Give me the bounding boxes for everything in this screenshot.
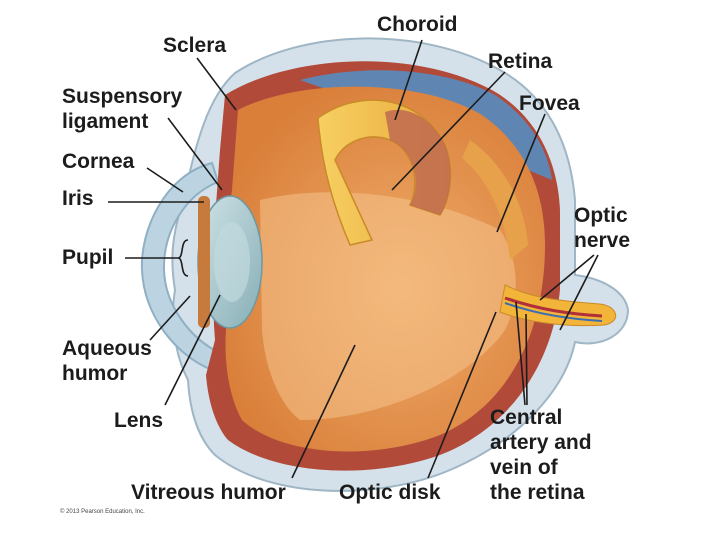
iris-shape xyxy=(198,196,210,328)
leader-fovea xyxy=(496,113,546,233)
central-vessel xyxy=(504,296,603,318)
leader-artery-1 xyxy=(515,301,526,406)
label-iris: Iris xyxy=(62,187,94,210)
central-vessel-blue xyxy=(504,302,603,322)
leader-retina xyxy=(391,71,506,191)
leader-choroid xyxy=(394,39,423,121)
leader-lines xyxy=(108,39,599,479)
label-lens: Lens xyxy=(114,409,164,432)
retina-inner xyxy=(462,140,528,260)
label-suspensory-ligament: Suspensory ligament xyxy=(62,85,183,133)
label-aqueous-humor: Aqueous humor xyxy=(62,337,152,385)
label-fovea: Fovea xyxy=(519,92,580,115)
leader-sclera xyxy=(196,57,237,111)
label-sclera: Sclera xyxy=(163,34,227,57)
label-choroid: Choroid xyxy=(377,13,458,36)
label-central-artery: Central artery and vein of the retina xyxy=(490,406,592,504)
leader-cornea xyxy=(146,167,184,193)
label-retina: Retina xyxy=(488,50,553,73)
label-cornea: Cornea xyxy=(62,150,135,173)
leader-suspensory xyxy=(167,117,223,191)
vitreous-overlay xyxy=(260,192,516,420)
leader-nerve-2 xyxy=(559,254,599,331)
lens-core xyxy=(214,222,250,302)
leader-lens xyxy=(164,294,221,406)
label-optic-disk: Optic disk xyxy=(339,481,441,504)
copyright-text: © 2013 Pearson Education, Inc. xyxy=(60,509,145,515)
leader-aqueous xyxy=(149,295,191,341)
label-vitreous-humor: Vitreous humor xyxy=(131,481,286,504)
label-pupil: Pupil xyxy=(62,246,114,269)
leader-artery-2 xyxy=(525,313,528,406)
leader-opticdisk xyxy=(427,311,497,479)
label-optic-nerve: Optic nerve xyxy=(574,204,631,252)
pupil-brace xyxy=(177,239,189,277)
leader-vitreous xyxy=(291,344,356,479)
leader-nerve-1 xyxy=(539,254,595,301)
